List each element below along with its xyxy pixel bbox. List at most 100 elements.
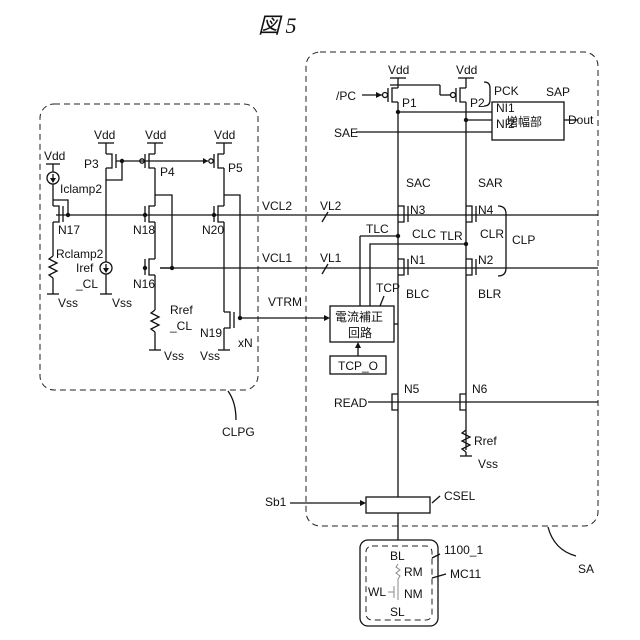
sap-label: SAP [546,85,570,99]
vcl2-junction-n17 [66,213,70,217]
tcp-tick [380,296,384,306]
iclamp2-label: Iclamp2 [60,182,102,196]
vl2-label: VL2 [320,199,342,213]
sb1-arrow [360,500,366,506]
vl1-tick [322,264,328,274]
vdd-label-p4: Vdd [145,128,166,142]
vdd-label-clamp: Vdd [44,149,65,163]
iref-label: Iref [76,261,94,275]
p5-label: P5 [228,161,243,175]
n4-transistor [466,206,472,222]
n3-transistor [398,206,404,222]
vss-label-rref-cl: Vss [164,349,184,363]
p1-transistor [392,88,398,102]
vdd-label-p5: Vdd [214,128,235,142]
vss-label-iref: Vss [112,296,132,310]
vss-label-rclamp: Vss [58,296,78,310]
sa-leader [548,527,576,556]
vdd-label-p3: Vdd [94,128,115,142]
cell-wl-label: WL [368,585,386,599]
pc-arrow [376,92,382,98]
p3-label: P3 [84,157,99,171]
n19-label: N19 [200,326,222,340]
n16-transistor [149,259,155,275]
clp-bracket [498,206,506,276]
pck-label: PCK [494,84,519,98]
tcp-o-label: TCP_O [338,359,378,373]
blr-label: BLR [478,287,502,301]
p1-bubble [383,93,388,98]
n17-label: N17 [58,223,80,237]
cell-rm-label: RM [404,565,423,579]
n3-label: N3 [410,203,426,217]
vtrm-arrow [324,315,330,321]
p2-label: P2 [470,96,485,110]
tlr-label: TLR [440,229,463,243]
n17-transistor [53,206,59,222]
vdd-label-p1: Vdd [388,63,409,77]
pc-label: /PC [336,89,356,103]
ni2-junction [464,118,468,122]
sae-label: SAE [334,126,358,140]
csel-box [366,497,430,513]
rref-cl-resistor [151,310,159,332]
n20-diode-connect [224,195,240,318]
tcp-o-arrow [355,342,361,348]
figure-title: 図 5 [258,13,297,38]
rref-label: Rref [474,434,497,448]
p3-transistor [106,154,112,168]
csel-tick [432,496,440,503]
vdd-label-p2: Vdd [456,63,477,77]
n2-transistor [466,259,472,275]
tcp-label: TCP [376,281,400,295]
n16-label: N16 [133,277,155,291]
n18-label: N18 [133,223,155,237]
sar-label: SAR [478,176,503,190]
n20-transistor [218,206,224,222]
n17-diode-connect [53,200,68,215]
n1-transistor [398,259,404,275]
ni1-label: NI1 [496,101,515,115]
tcp-body-line2: 回路 [348,325,372,340]
vcl2-label: VCL2 [262,199,292,213]
n19-transistor [224,312,230,328]
vcl1-junction-n16 [143,266,147,270]
tlc-label: TLC [366,222,389,236]
ni2-label: NI2 [496,117,515,131]
vl1-label: VL1 [320,251,342,265]
blc-label: BLC [406,287,430,301]
vcl1-label: VCL1 [262,251,292,265]
csel-label: CSEL [444,489,476,503]
vcl2-junction-n18 [143,213,147,217]
mc11-label: MC11 [450,567,481,581]
p5-bubble [209,159,213,163]
n20-label: N20 [202,223,224,237]
rref-cl-suffix: _CL [169,319,192,333]
xn-label: xN [238,336,253,350]
rclamp2-label: Rclamp2 [56,247,104,261]
cell-bl-label: BL [390,549,405,563]
read-label: READ [334,396,368,410]
p2-bubble [451,93,456,98]
n2-label: N2 [478,253,494,267]
p5-transistor [218,154,224,168]
clp-label: CLP [512,233,535,247]
clr-label: CLR [480,227,504,241]
n5-label: N5 [404,382,420,396]
vcl2-junction-n20 [212,213,216,217]
n16-diode-connect [155,195,172,268]
rref-cl-label: Rref [170,303,193,317]
n1-label: N1 [410,253,426,267]
p-gate-arrow [203,158,208,164]
n4-label: N4 [478,203,494,217]
ni1-junction [396,110,400,114]
tcp-body-line1: 電流補正 [335,310,383,324]
sa-label: SA [578,562,594,576]
tlc-junction [396,234,400,238]
cell-sl-label: SL [390,605,405,619]
cell-nm-label: NM [404,587,423,601]
p4-label: P4 [160,165,175,179]
p1-label: P1 [402,96,417,110]
